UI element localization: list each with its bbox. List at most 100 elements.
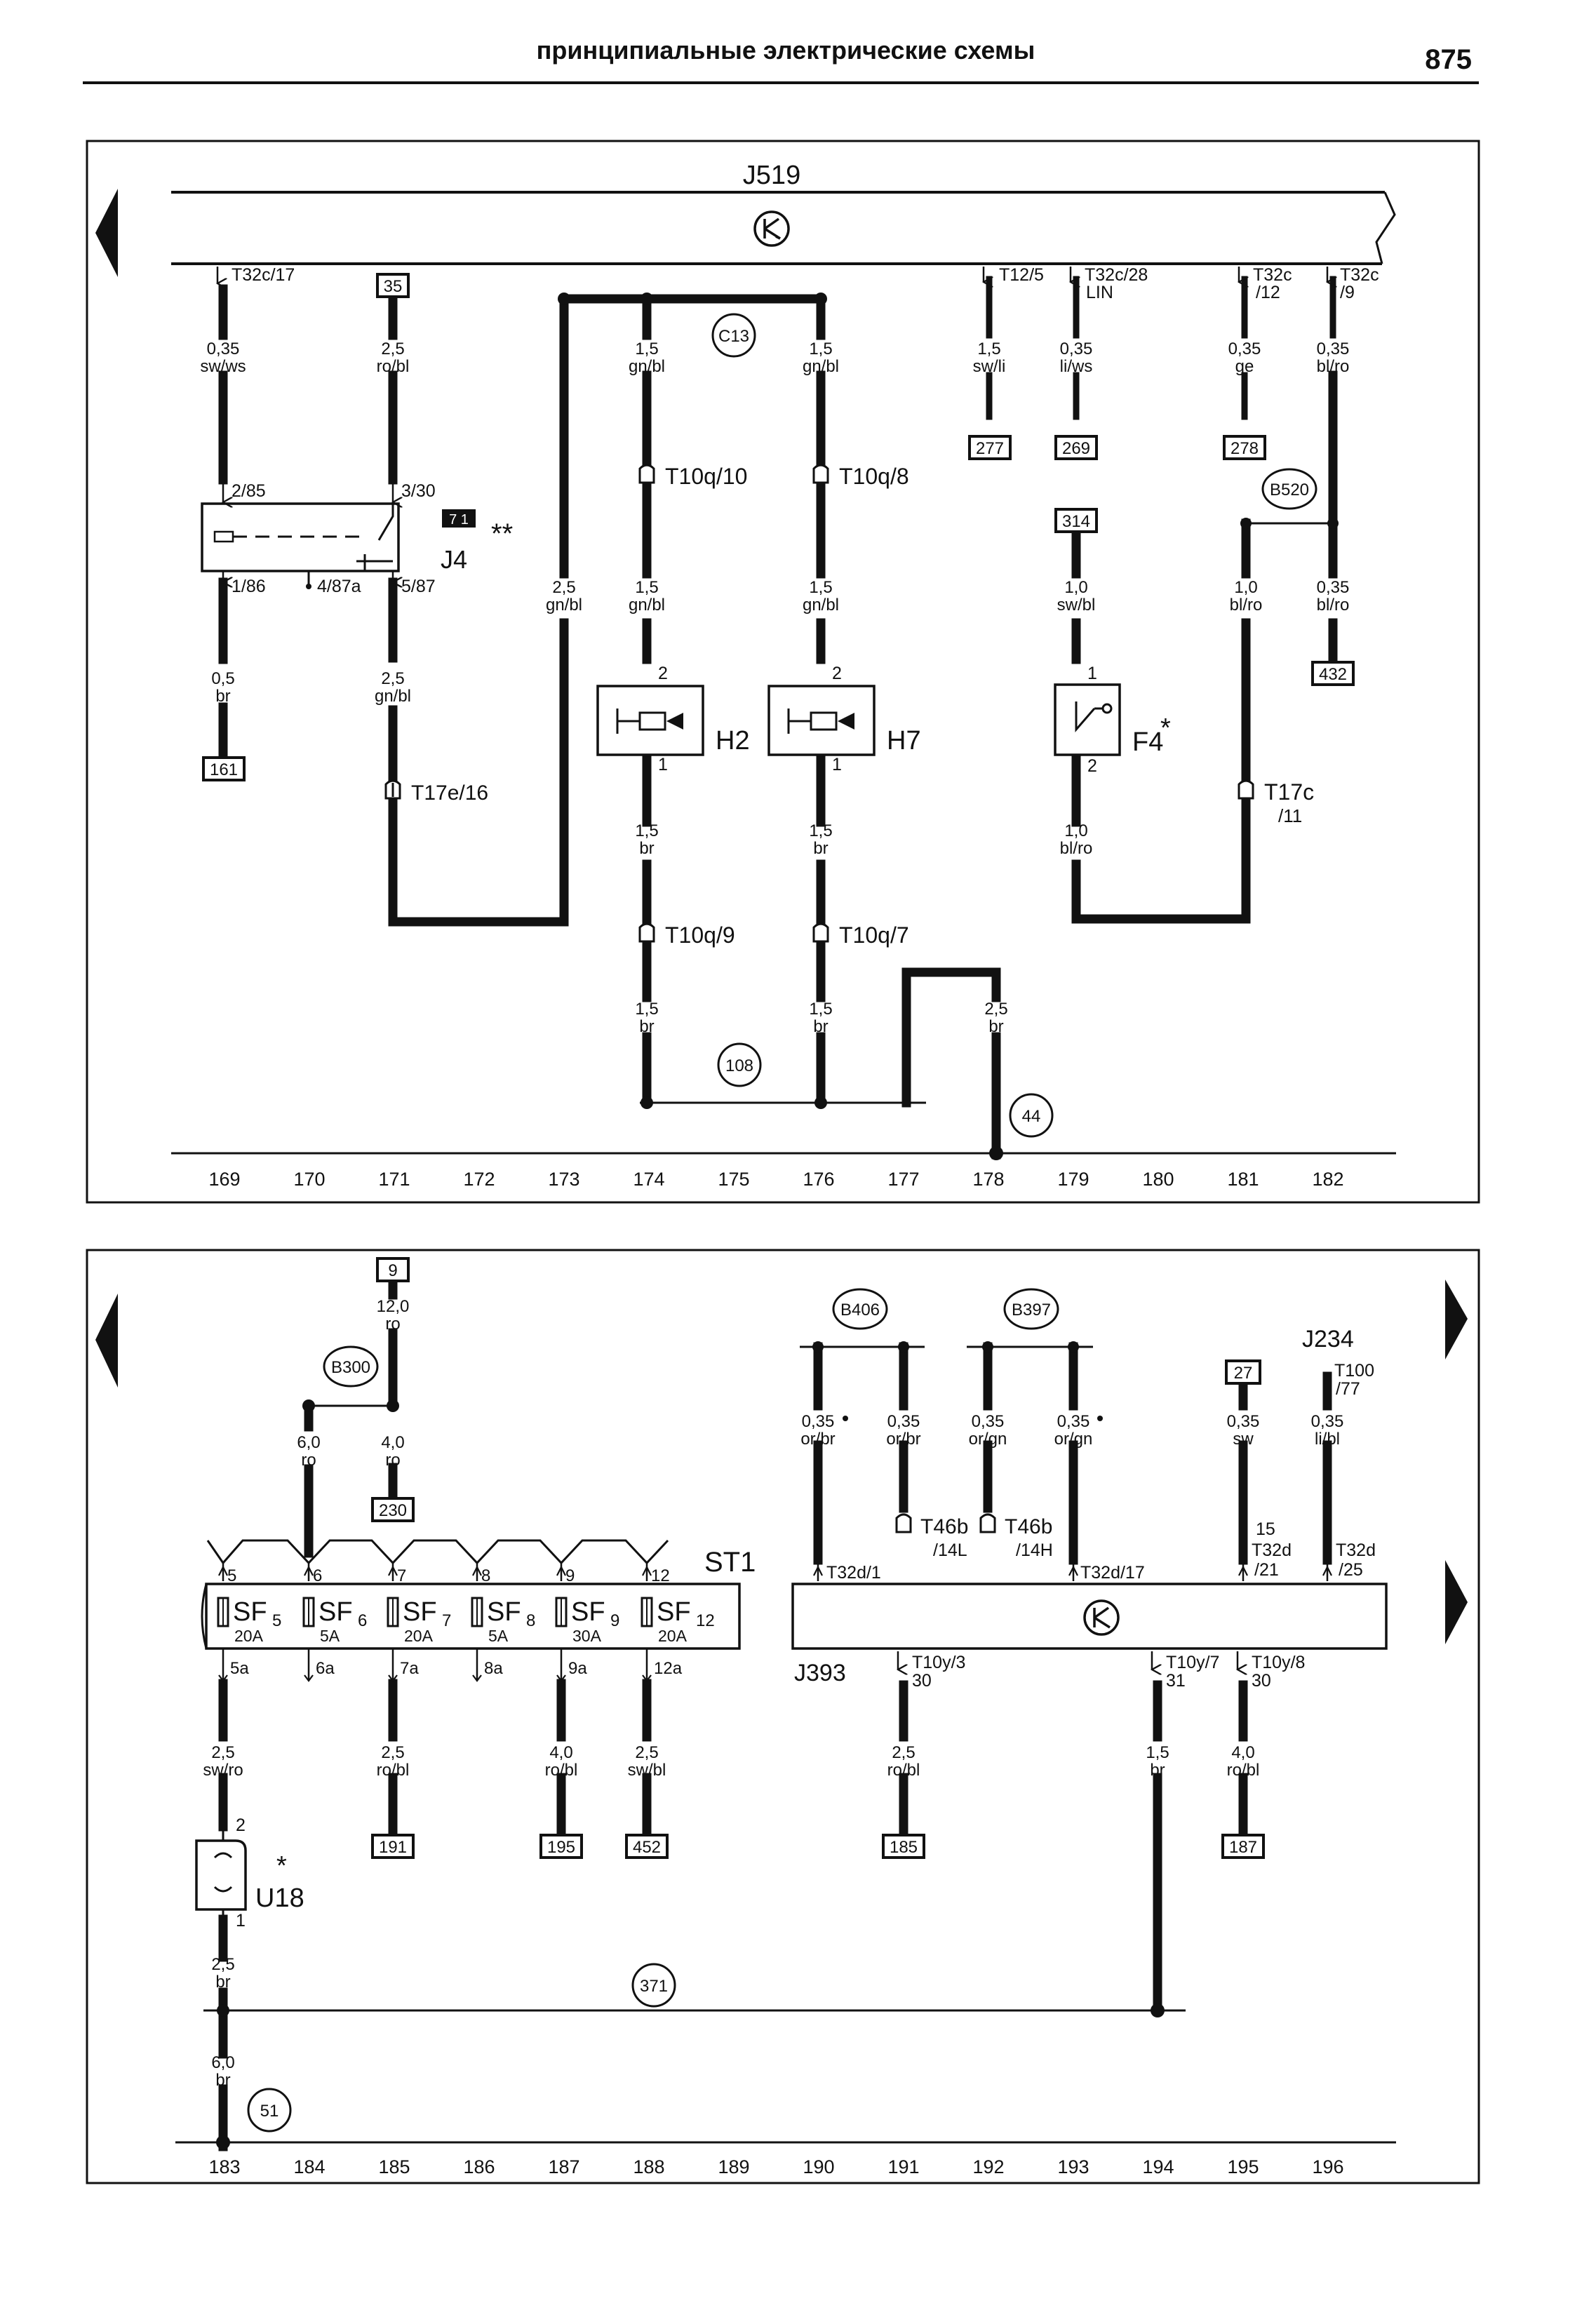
pin-3-30: 3/30 — [401, 481, 436, 501]
svg-text:432: 432 — [1319, 665, 1347, 684]
conn-t32c12: T32c — [1253, 265, 1292, 285]
svg-text:1: 1 — [832, 755, 842, 774]
svg-text:br: br — [215, 2071, 230, 2090]
ref-box-195[interactable]: 195 — [539, 1834, 583, 1859]
column-number: 176 — [803, 1169, 834, 1190]
relay-j4[interactable]: 2/85 3/30 1/86 4/87a 5/87 7 1 ** J4 — [201, 480, 513, 596]
column-number: 172 — [463, 1169, 495, 1190]
wire-color: ro/bl — [377, 357, 410, 376]
connector-t10q9: T10q/9 — [638, 922, 735, 948]
svg-text:4,0: 4,0 — [549, 1743, 572, 1762]
wire-size: 0,35 — [1060, 340, 1093, 358]
relay-name: J4 — [441, 545, 467, 574]
wire-size: 0,35 — [207, 340, 240, 358]
ref-box-161[interactable]: 161 — [202, 756, 246, 781]
prev-page-arrow[interactable] — [95, 1294, 118, 1388]
next-page-arrow[interactable] — [1445, 1560, 1468, 1644]
ref-box-185[interactable]: 185 — [882, 1834, 925, 1859]
top-diagram-panel: J519 — [86, 140, 1480, 1204]
column-number: 169 — [208, 1169, 240, 1190]
column-number: 191 — [887, 2156, 919, 2177]
ref-box-27[interactable]: 27 — [1225, 1359, 1261, 1385]
j234-label: J234 — [1302, 1326, 1354, 1352]
bottom-connector-labels: T32d/1 T32d/17 15 T32d /21 T32d /25 T100… — [813, 1361, 1376, 1691]
wire-color: bl/ro — [1317, 596, 1350, 615]
svg-text:T32d/17: T32d/17 — [1080, 1563, 1145, 1583]
ref-box-277[interactable]: 277 — [968, 435, 1012, 460]
horn-h2[interactable]: 2 1 H2 — [596, 664, 750, 774]
connector-t17e16: T17e/16 — [384, 779, 488, 805]
prev-page-arrow[interactable] — [95, 189, 118, 277]
ref-box-35[interactable]: 35 — [376, 273, 410, 298]
svg-text:li/bl: li/bl — [1315, 1430, 1340, 1449]
fuse-in-pin: 7 — [397, 1566, 406, 1585]
node-44: 44 — [1009, 1093, 1054, 1138]
svg-text:44: 44 — [1022, 1107, 1041, 1126]
switch-f4[interactable]: 1 2 F4 * — [1054, 664, 1171, 776]
ref-box-269[interactable]: 269 — [1054, 435, 1098, 460]
svg-text:or/gn: or/gn — [969, 1430, 1007, 1449]
ref-box-278[interactable]: 278 — [1223, 435, 1266, 460]
svg-text:277: 277 — [976, 439, 1004, 458]
wire-size: 1,5 — [635, 821, 658, 840]
column-number: 177 — [887, 1169, 919, 1190]
column-number: 194 — [1142, 2156, 1174, 2177]
svg-text:B300: B300 — [331, 1358, 370, 1377]
ref-box-187[interactable]: 187 — [1221, 1834, 1265, 1859]
component-u18[interactable]: 2 1 U18 * — [195, 1815, 304, 1930]
top-connector-arrows: T32c/17 T12/5 T32c/28 LIN T32c /12 T32c … — [217, 265, 1379, 302]
horn-h7[interactable]: 2 1 H7 — [767, 664, 921, 774]
fuse-name: SF — [233, 1597, 267, 1627]
fuse-out-pin: 9a — [568, 1659, 587, 1678]
fuse-index: 6 — [358, 1611, 367, 1630]
page-header: принципиальные электрические схемы 875 — [83, 36, 1479, 84]
wire-color: gn/bl — [375, 687, 411, 706]
ref-box-314[interactable]: 314 — [1054, 508, 1098, 533]
svg-text:ro: ro — [385, 1315, 400, 1334]
column-number: 188 — [633, 2156, 664, 2177]
fuse-name: SF — [403, 1597, 437, 1627]
connector-t46b-14l: T46b /14L — [895, 1513, 968, 1560]
wire-color: br — [639, 1017, 654, 1036]
control-unit-j519: J519 — [171, 161, 1396, 265]
svg-text:2,5: 2,5 — [892, 1743, 915, 1762]
bottom-circled-nodes: B300 B406 B397 371 51 — [247, 1288, 1059, 2133]
svg-text:0,35: 0,35 — [802, 1412, 835, 1431]
control-unit-j393: J393 J234 — [791, 1326, 1388, 1686]
svg-text:27: 27 — [1234, 1364, 1253, 1383]
svg-text:/11: /11 — [1278, 805, 1302, 826]
electronic-unit-icon — [1083, 1599, 1120, 1636]
svg-text:51: 51 — [260, 2102, 279, 2121]
wire-size: 1,5 — [809, 1000, 832, 1019]
u18-star: * — [276, 1851, 287, 1881]
svg-text:191: 191 — [379, 1838, 407, 1857]
fuse-rating: 20A — [404, 1627, 434, 1645]
next-page-arrow[interactable] — [1445, 1280, 1468, 1359]
svg-text:230: 230 — [379, 1501, 407, 1520]
connector-t10q8: T10q/8 — [812, 464, 909, 489]
ref-box-230[interactable]: 230 — [371, 1497, 415, 1522]
fuse-out-pin: 6a — [316, 1659, 335, 1678]
wire-color: br — [988, 1017, 1003, 1036]
ref-box-452[interactable]: 452 — [625, 1834, 669, 1859]
ref-box-432[interactable]: 432 — [1311, 661, 1355, 686]
column-number: 186 — [463, 2156, 495, 2177]
svg-text:T100: T100 — [1334, 1361, 1374, 1381]
ref-box-9[interactable]: 9 — [376, 1257, 410, 1282]
svg-text:1: 1 — [658, 755, 668, 774]
bottom-junctions — [216, 1341, 1165, 2149]
connector-t46b-14h: T46b /14H — [979, 1513, 1053, 1560]
svg-text:ro/bl: ro/bl — [1227, 1761, 1260, 1780]
svg-text:or/br: or/br — [886, 1430, 920, 1449]
fuse-in-pin: 8 — [481, 1566, 490, 1585]
ref-box-191[interactable]: 191 — [371, 1834, 415, 1859]
fuse-block-label: ST1 — [704, 1547, 756, 1578]
